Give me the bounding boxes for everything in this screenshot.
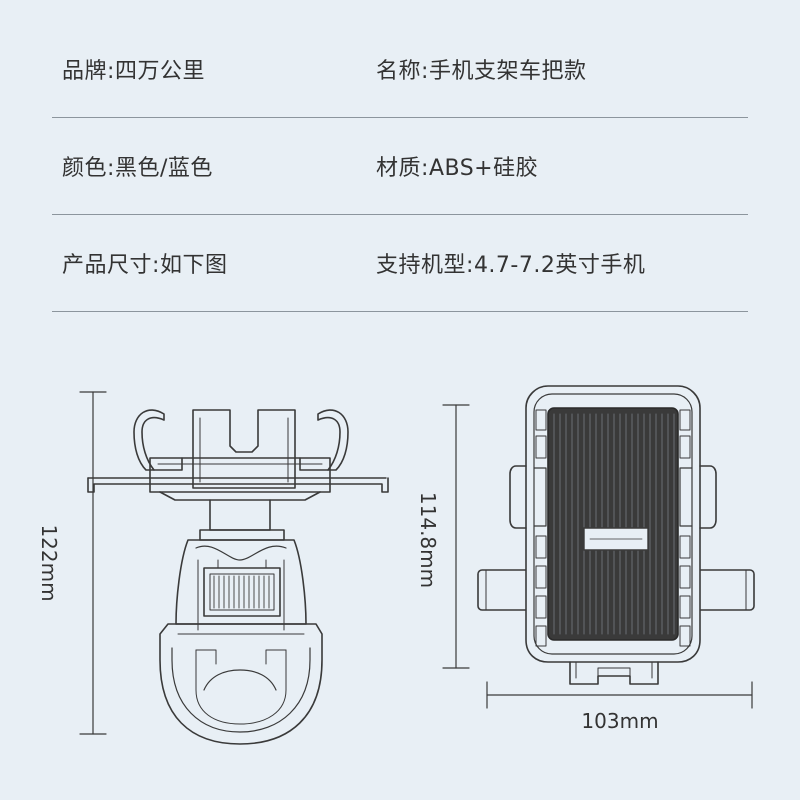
spec-separator: : — [107, 156, 115, 181]
product-drawings: 122mm 114.8mm 103mm — [0, 330, 800, 800]
right-hook — [299, 409, 349, 471]
spec-value: 黑色/蓝色 — [114, 156, 213, 181]
spec-material: 材质:ABS+硅胶 — [376, 150, 748, 182]
spec-row: 品牌:四万公里 名称:手机支架车把款 — [52, 20, 748, 118]
spec-value: 如下图 — [159, 253, 228, 278]
product-drawings-svg: 122mm 114.8mm 103mm — [37, 385, 755, 745]
spec-label: 产品尺寸 — [62, 253, 153, 278]
side-grips — [509, 465, 717, 529]
side-view-drawing — [79, 391, 389, 745]
spec-label: 名称 — [376, 58, 422, 84]
spec-row: 颜色:黑色/蓝色 材质:ABS+硅胶 — [52, 118, 748, 215]
spec-compatibility: 支持机型:4.7-7.2英寸手机 — [376, 247, 748, 279]
handlebar-clamp-body — [175, 539, 307, 631]
ribbed-pad — [547, 407, 679, 641]
handlebar-ring — [159, 623, 323, 745]
spec-brand: 品牌:四万公里 — [52, 53, 376, 85]
front-width-label: 103mm — [581, 709, 658, 733]
side-rail-segments — [535, 409, 691, 647]
spec-size: 产品尺寸:如下图 — [52, 247, 376, 279]
front-height-label: 114.8mm — [416, 492, 440, 588]
spec-separator: : — [107, 58, 115, 84]
spec-label: 支持机型 — [376, 253, 467, 278]
side-height-label: 122mm — [37, 524, 61, 601]
spec-separator: : — [421, 58, 429, 84]
neck — [199, 499, 285, 541]
spec-value: 4.7-7.2英寸手机 — [473, 253, 646, 278]
ratchet-teeth — [213, 575, 270, 609]
front-width-dimension-line — [486, 681, 753, 709]
front-height-dimension-line — [442, 404, 470, 669]
spec-value: ABS+硅胶 — [428, 156, 539, 181]
spec-color: 颜色:黑色/蓝色 — [52, 150, 376, 182]
spec-value: 手机支架车把款 — [428, 58, 587, 84]
top-clamp — [192, 409, 296, 489]
spec-label: 品牌 — [62, 58, 108, 84]
spec-name: 名称:手机支架车把款 — [376, 53, 748, 85]
spec-table: 品牌:四万公里 名称:手机支架车把款 颜色:黑色/蓝色 材质:ABS+硅胶 产品… — [52, 20, 748, 312]
side-height-dimension-line — [79, 391, 107, 735]
front-view-drawing — [442, 385, 755, 709]
spec-row: 产品尺寸:如下图 支持机型:4.7-7.2英寸手机 — [52, 215, 748, 312]
spec-separator: : — [152, 253, 160, 278]
spec-separator: : — [466, 253, 474, 278]
bottom-feet — [569, 661, 659, 685]
spec-value: 四万公里 — [114, 58, 205, 84]
spec-label: 颜色 — [62, 156, 108, 181]
side-arms — [87, 457, 389, 501]
pad-ribs — [553, 413, 675, 635]
left-hook — [133, 409, 183, 471]
spec-separator: : — [421, 156, 429, 181]
spec-label: 材质 — [376, 156, 422, 181]
